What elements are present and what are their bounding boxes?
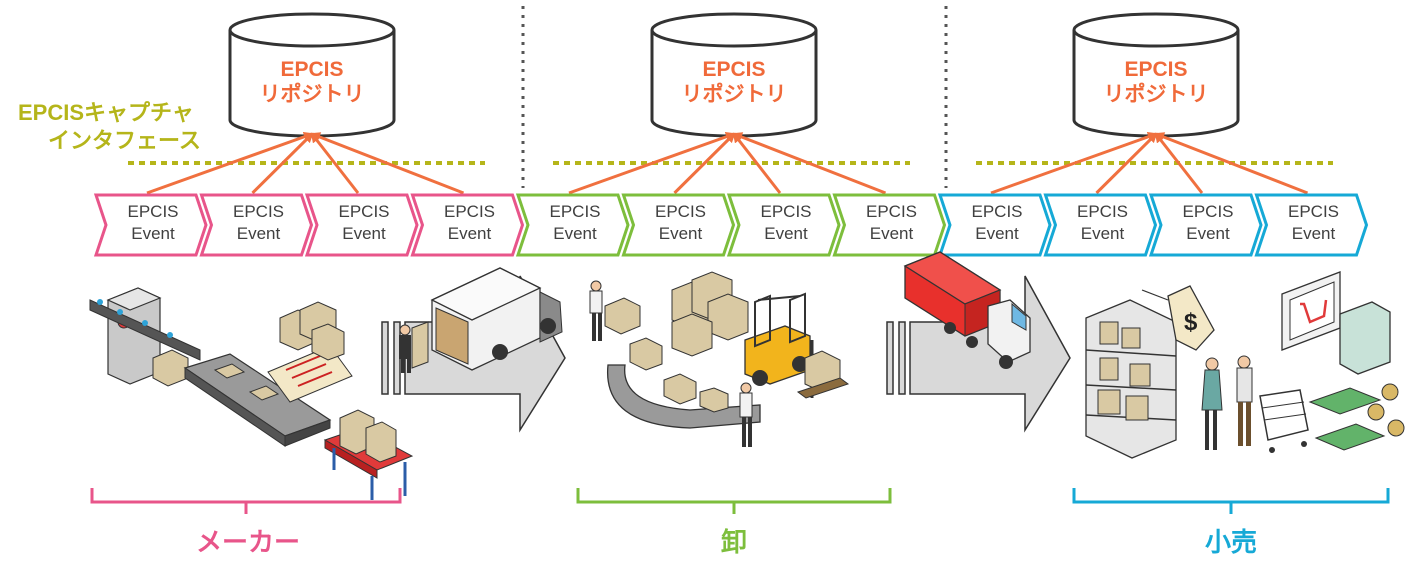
stage-label-maker: メーカー <box>196 527 300 557</box>
capture-arrow <box>1095 132 1158 195</box>
event-label-line2: Event <box>975 224 1019 243</box>
event-label-line1: EPCIS <box>127 202 178 221</box>
repository-label-line2: リポジトリ <box>260 82 365 106</box>
event-label-line1: EPCIS <box>233 202 284 221</box>
epcis-event-chevron: EPCIS Event <box>93 193 208 257</box>
epcis-event-chevron: EPCIS Event <box>621 193 736 257</box>
wholesale-bracket <box>576 488 892 514</box>
capture-arrow <box>310 132 360 194</box>
event-label-line1: EPCIS <box>1288 202 1339 221</box>
event-label-line1: EPCIS <box>549 202 600 221</box>
event-label-line1: EPCIS <box>444 202 495 221</box>
epcis-event-chevron: EPCIS Event <box>304 193 419 257</box>
price-tag-symbol: $ <box>1184 309 1198 336</box>
capture-arrow <box>732 132 782 194</box>
repository-label-line2: リポジトリ <box>1104 82 1209 106</box>
repository-label-line1: EPCIS <box>280 58 343 81</box>
retail-bracket <box>1072 488 1390 514</box>
repository-label-line1: EPCIS <box>1124 58 1187 81</box>
epcis-event-chevron: EPCIS Event <box>1254 193 1369 257</box>
event-label-line1: EPCIS <box>760 202 811 221</box>
event-label-line2: Event <box>342 224 386 243</box>
event-label-line2: Event <box>659 224 703 243</box>
epcis-event-chevron: EPCIS Event <box>1148 193 1263 257</box>
event-label-line2: Event <box>237 224 281 243</box>
capture-interface-line2: インタフェース <box>48 128 201 153</box>
capture-arrow <box>310 132 465 195</box>
event-label-line1: EPCIS <box>1077 202 1128 221</box>
epcis-event-chevron: EPCIS Event <box>410 193 525 257</box>
event-label-line2: Event <box>448 224 492 243</box>
stage-label-wholesale: 卸 <box>721 527 747 557</box>
event-label-line1: EPCIS <box>338 202 389 221</box>
repository-label-line2: リポジトリ <box>682 82 787 106</box>
epcis-event-chevron: EPCIS Event <box>515 193 630 257</box>
truck-icon <box>903 251 1031 369</box>
capture-arrow <box>1154 132 1204 194</box>
van-icon <box>399 267 563 373</box>
epcis-event-chevron: EPCIS Event <box>1043 193 1158 257</box>
capture-interface-line1: EPCISキャプチャ <box>18 100 194 125</box>
epcis-event-chevron: EPCIS Event <box>726 193 841 257</box>
event-label-line1: EPCIS <box>1182 202 1233 221</box>
event-label-line2: Event <box>553 224 597 243</box>
epcis-event-chevron: EPCIS Event <box>937 193 1052 257</box>
stage-label-retail: 小売 <box>1205 527 1257 557</box>
event-label-line2: Event <box>1292 224 1336 243</box>
capture-arrow <box>1154 132 1309 195</box>
capture-arrow <box>146 131 314 195</box>
event-label-line1: EPCIS <box>655 202 706 221</box>
event-label-line2: Event <box>870 224 914 243</box>
epcis-event-chevron: EPCIS Event <box>832 193 947 257</box>
forklift-icon <box>589 271 850 447</box>
capture-arrow <box>732 132 887 195</box>
maker-bracket <box>90 488 402 514</box>
event-label-line2: Event <box>131 224 175 243</box>
event-label-line2: Event <box>764 224 808 243</box>
event-label-line1: EPCIS <box>866 202 917 221</box>
capture-arrow <box>990 131 1158 195</box>
capture-arrow <box>251 132 314 195</box>
store-icon: $ <box>1085 271 1405 459</box>
factory-icon <box>89 287 414 500</box>
capture-arrow <box>568 131 736 195</box>
event-label-line2: Event <box>1186 224 1230 243</box>
repository-label-line1: EPCIS <box>702 58 765 81</box>
event-label-line1: EPCIS <box>971 202 1022 221</box>
capture-arrow <box>673 132 736 195</box>
epcis-event-chevron: EPCIS Event <box>199 193 314 257</box>
event-label-line2: Event <box>1081 224 1125 243</box>
